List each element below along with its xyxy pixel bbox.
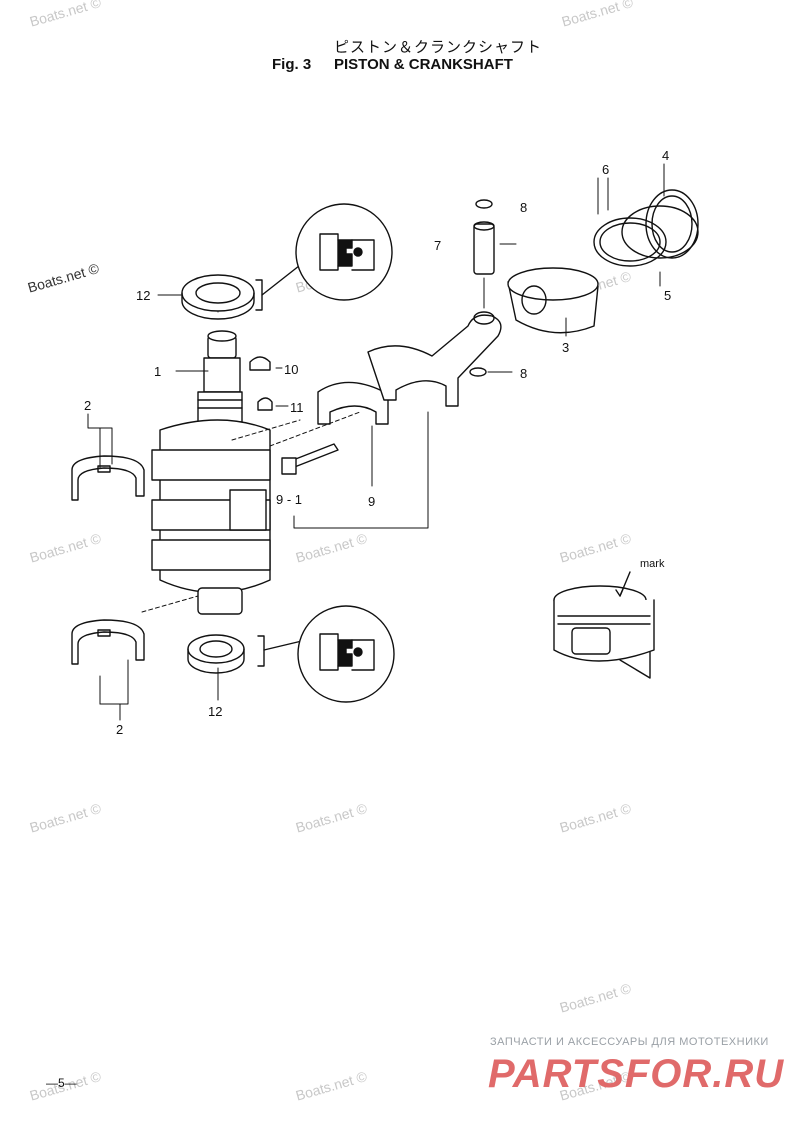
oil-seal-top	[181, 261, 305, 320]
piston-pin-clip-bottom	[469, 367, 487, 377]
piston-pin	[473, 221, 495, 275]
callout-7: 7	[434, 238, 442, 253]
callout-8-bottom: 8	[520, 366, 528, 381]
connecting-rod	[367, 311, 502, 407]
main-bearing-lower	[71, 619, 145, 665]
piston	[507, 267, 599, 334]
callout-9-1: 9 - 1	[276, 492, 303, 507]
mark-label: mark	[640, 558, 665, 570]
woodruff-key-10	[249, 356, 271, 371]
main-bearing-upper	[71, 455, 145, 501]
callout-12-bottom: 12	[208, 704, 223, 719]
callout-3: 3	[562, 340, 570, 355]
piston-rings	[593, 189, 699, 267]
sponsor-tagline: ЗАПЧАСТИ И АКСЕССУАРЫ ДЛЯ МОТОТЕХНИКИ	[490, 1036, 769, 1048]
callout-9: 9	[368, 494, 376, 509]
title-japanese: ピストン＆クランクシャフト	[334, 38, 543, 56]
callout-12-top: 12	[136, 288, 151, 303]
piston-pin-clip-top	[475, 199, 493, 209]
crankshaft	[151, 330, 271, 615]
figure-title: PISTON & CRANKSHAFT	[334, 56, 513, 73]
leader-lines	[87, 163, 665, 721]
callout-2-lower: 2	[116, 722, 124, 737]
callout-5: 5	[664, 288, 672, 303]
connecting-rod-cap	[317, 381, 389, 425]
seal-detail-circle-top	[295, 203, 393, 301]
oil-seal-bottom	[187, 634, 307, 674]
callout-8-top: 8	[520, 200, 528, 215]
woodruff-key-11	[257, 397, 273, 411]
page-number: —5—	[46, 1076, 77, 1090]
callout-10: 10	[284, 362, 299, 377]
callout-6: 6	[602, 162, 610, 177]
figure-number: Fig. 3	[272, 56, 312, 73]
reference-piston	[553, 571, 655, 679]
callout-1: 1	[154, 364, 162, 379]
callout-4: 4	[662, 148, 670, 163]
callout-2-upper: 2	[84, 398, 92, 413]
callout-11: 11	[290, 400, 304, 415]
sponsor-logo: PARTSFOR.RU	[488, 1052, 785, 1096]
connecting-rod-bolt	[281, 443, 339, 475]
seal-detail-circle-bottom	[297, 605, 395, 703]
